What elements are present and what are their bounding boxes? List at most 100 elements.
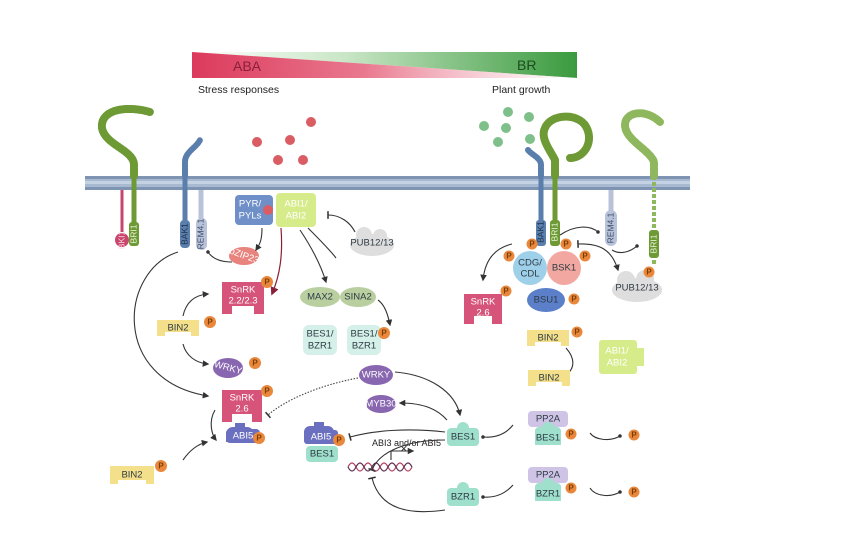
bzip23-protein — [229, 247, 259, 265]
phospho-label: P — [264, 278, 270, 287]
myb30-center: MYB30 — [365, 395, 397, 413]
br-molecule — [524, 112, 534, 122]
br-molecule — [503, 107, 513, 117]
pub12-13-left: PUB12/13 — [350, 227, 394, 256]
phospho-label: P — [158, 462, 164, 471]
phospho-icon — [643, 266, 655, 278]
wrky-aba-small: WRKY P — [213, 357, 261, 378]
aba-bound-molecule — [263, 205, 273, 215]
bes-bzr-a-label-1: BES1/ — [307, 329, 334, 340]
phospho-icon — [155, 460, 167, 472]
abi5-left-label: ABI5 — [233, 431, 254, 442]
phospho-icon — [378, 327, 390, 339]
bak1-extracellular-left — [182, 137, 203, 179]
phospho-label: P — [381, 329, 387, 338]
aba-gradient-wedge — [192, 52, 577, 78]
bri1-inactive-label: BRI1 — [648, 234, 658, 253]
snrk26-label-2: 2.6 — [235, 404, 248, 415]
snrk26-aba-kinase — [222, 390, 262, 422]
wrky-center-label: WRKY — [362, 370, 391, 381]
bsu1-phosphatase — [527, 288, 565, 312]
cdg-cdl-kinase — [513, 251, 547, 285]
phospho-icon — [560, 238, 572, 250]
rem41-right-label: REM4.1 — [605, 212, 615, 243]
bes1-complex-label: BES1 — [310, 449, 334, 460]
abi1-abi2-phosphatase — [276, 193, 316, 227]
abi1-label-2: ABI2 — [286, 211, 307, 222]
abi5-center-label: ABI5 — [311, 432, 332, 443]
dna-promoter: × ABI3 and/or ABI5 — [347, 438, 441, 472]
pp2a-2-label: PP2A — [536, 470, 561, 481]
bzr1-center-label: BZR1 — [451, 492, 475, 503]
bsu1-label: BSU1 — [534, 295, 559, 306]
cdg-label-1: CDG/ — [518, 258, 542, 269]
phospho-label: P — [506, 252, 512, 261]
snrk26-br-label-2: 2.6 — [476, 308, 489, 319]
phospho-label: P — [574, 328, 580, 337]
bri1-kinase-left — [129, 222, 139, 246]
max2-protein: MAX2 — [300, 287, 340, 307]
bsk1-kinase — [547, 251, 581, 285]
bes1-center: BES1 — [447, 422, 479, 446]
phospho-label: P — [646, 268, 652, 277]
abi1-br-label-2: ABI2 — [607, 358, 628, 369]
phospho-icon — [249, 357, 261, 369]
aba-label: ABA — [233, 58, 262, 74]
aba-side: PYR/ PYLs ABI1/ ABI2 PUB12/13 bZIP23 SnR… — [110, 193, 394, 484]
right-receptors: BAK1 BRI1 REM4.1 BRI1 — [479, 107, 664, 265]
bzr1-center: BZR1 — [447, 482, 479, 506]
pub-right-label: PUB12/13 — [615, 283, 658, 294]
bin2-br-a-label: BIN2 — [537, 333, 558, 344]
snrk22-23-kinase — [222, 282, 264, 314]
center-region: WRKY MYB30 ABI5 P BES1 × ABI3 and/or ABI… — [264, 365, 514, 513]
released-phospho-icon — [628, 429, 640, 441]
phospho-label: P — [568, 430, 574, 439]
abi1-abi2-br: ABI1/ ABI2 — [599, 340, 644, 374]
bin2-br-dephosphorylated: BIN2 — [528, 370, 570, 386]
snrk26-br-kinase — [464, 294, 502, 324]
plasma-membrane — [85, 176, 690, 190]
phospho-label: P — [207, 318, 213, 327]
pyr-label-1: PYR/ — [239, 199, 262, 210]
phospho-label: P — [256, 434, 262, 443]
stress-responses-caption: Stress responses — [198, 84, 279, 96]
wrky-center: WRKY — [359, 365, 393, 385]
left-receptors: BRI1 BKI1 BAK1 REM4.1 — [98, 105, 207, 250]
aba-ligands — [252, 117, 316, 165]
bin2-aba-bottom: BIN2 P — [110, 460, 167, 484]
phospho-icon — [565, 482, 577, 494]
phospho-label: P — [568, 484, 574, 493]
phospho-icon — [253, 432, 265, 444]
phospho-icon — [571, 326, 583, 338]
br-side: CDG/ CDL BSK1 BSU1 P P P P P PUB12/13 P — [464, 226, 662, 501]
cdg-label-2: CDL — [520, 269, 539, 280]
plant-growth-caption: Plant growth — [492, 84, 551, 96]
aba-molecule — [252, 137, 262, 147]
bzr1-br-label: BZR1 — [536, 489, 560, 500]
bes1-in-complex — [306, 446, 338, 462]
bak1-left-label: BAK1 — [179, 223, 189, 245]
phospho-icon — [333, 434, 345, 446]
phospho-label: P — [631, 431, 637, 440]
bsk1-label: BSK1 — [552, 263, 576, 274]
phospho-icon — [500, 285, 512, 297]
phospho-label: P — [503, 287, 509, 296]
pyr-label-2: PYLs — [239, 211, 262, 222]
phospho-label: P — [336, 436, 342, 445]
bin2-aba-top: BIN2 P — [157, 316, 216, 336]
abi1-label-1: ABI1/ — [284, 199, 308, 210]
aba-molecule — [285, 135, 295, 145]
bri1-extracellular-domain — [98, 105, 154, 180]
bes1-center-label: BES1 — [451, 432, 475, 443]
sina2-protein: SINA2 — [340, 287, 376, 307]
phospho-label: P — [563, 240, 569, 249]
pub12-13-right: PUB12/13 P — [612, 266, 662, 302]
phospho-label: P — [582, 252, 588, 261]
phospho-icon — [261, 385, 273, 397]
released-phospho-icon — [628, 486, 640, 498]
br-molecule — [525, 134, 535, 144]
aba-molecule — [273, 155, 283, 165]
bes-bzr-b-label-1: BES1/ — [351, 329, 378, 340]
br-molecule — [501, 123, 511, 133]
